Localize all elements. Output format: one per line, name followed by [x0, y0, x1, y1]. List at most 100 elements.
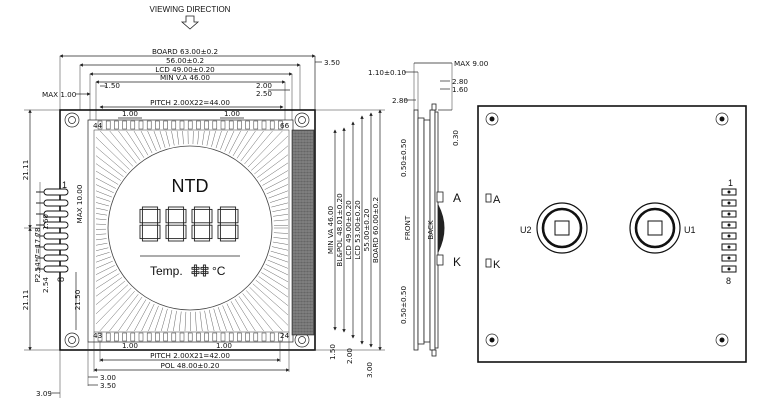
trace [258, 276, 289, 298]
back-cathode: K [493, 259, 501, 271]
temp-digit [191, 264, 200, 277]
pin-1-front: 1 [62, 180, 67, 190]
trace [176, 130, 180, 145]
trace [95, 137, 130, 170]
trace [159, 130, 166, 148]
temp-unit: °C [212, 264, 226, 278]
segment [141, 222, 159, 226]
lcd-h2-dim: LCD 53.00±0.20 [353, 200, 362, 260]
trace [95, 170, 119, 185]
trace [217, 307, 227, 332]
segment [219, 238, 237, 242]
digit [217, 206, 239, 242]
back-pin-hole [727, 201, 731, 205]
pin-8-front: 8 [56, 277, 66, 282]
pin-pad [163, 120, 168, 130]
trace [126, 130, 145, 158]
segment [193, 273, 198, 277]
pad-43: 43 [93, 331, 102, 340]
trace [251, 135, 289, 171]
dim-050-top: 0.50±0.50 [399, 139, 408, 177]
dim-56: 56.00±0.2 [166, 56, 204, 65]
segment [191, 208, 195, 224]
segment [217, 224, 221, 240]
trace [238, 296, 264, 332]
dim-160: 1.60 [41, 214, 50, 230]
pin-pad [196, 120, 201, 130]
seven-segment-digits [139, 206, 239, 242]
side-front: FRONT [403, 215, 412, 240]
trace [195, 311, 197, 332]
trace [220, 130, 228, 150]
pin-pad [253, 120, 259, 130]
pin-pad [220, 332, 226, 342]
trace [95, 233, 107, 235]
dim-2111-top: 21.11 [21, 160, 30, 181]
trace [224, 130, 235, 152]
trace [269, 196, 289, 203]
trace [95, 218, 107, 221]
trace [267, 259, 289, 269]
dim-030: 0.30 [451, 130, 460, 146]
pin-pad [261, 120, 267, 130]
trace [273, 219, 289, 222]
pin-pad [245, 120, 250, 130]
pin-pad [122, 332, 127, 342]
pin-pad [269, 332, 275, 342]
trace [109, 130, 137, 164]
trace [178, 311, 182, 332]
trace [95, 277, 123, 297]
side-anode: A [453, 191, 461, 205]
min-va-h-dim: MIN VA 46.00 [326, 205, 335, 254]
segment [202, 268, 207, 273]
pin-pad [138, 120, 144, 130]
trace [273, 214, 289, 217]
back-view: U2 U1 A K 1 8 [477, 105, 747, 363]
segment [209, 208, 213, 224]
trace [272, 241, 289, 245]
dim-55: 55.00±0.20 [362, 208, 371, 251]
back-pin-hole [727, 267, 731, 271]
pad-66: 66 [280, 121, 290, 130]
pin-pad [196, 332, 201, 342]
bl-pol-h-dim: BL&POL 48.01±0.20 [335, 193, 344, 267]
trace [230, 301, 248, 332]
segment [183, 224, 187, 240]
side-view: MAX 9.00 1.10±0.10 2.80 1.60 2.80 A K FR… [368, 59, 489, 357]
trace [271, 202, 289, 208]
pin-pad [228, 120, 234, 130]
segment [167, 222, 185, 226]
trace [95, 155, 124, 177]
lcd-h-dim: LCD 49.00±0.20 [344, 200, 353, 260]
trace [95, 196, 111, 202]
dim-200-top: 2.00 [256, 81, 272, 90]
pol-width-dim: POL 48.00±0.20 [161, 361, 220, 370]
pin-pad [204, 332, 209, 342]
segment [191, 266, 195, 270]
pin-pad [146, 332, 152, 342]
trace [95, 247, 109, 251]
pin-pads-top [97, 120, 283, 130]
trace [270, 250, 289, 257]
trace [184, 311, 187, 332]
trace [95, 284, 129, 314]
trace [134, 301, 151, 332]
trace [273, 232, 289, 234]
trace [165, 130, 170, 147]
trace [271, 246, 289, 251]
segment [157, 208, 161, 224]
pin-pad [130, 120, 136, 130]
back-u2: U2 [520, 225, 532, 235]
back-hole-tr [715, 112, 729, 126]
back-pin-8: 8 [726, 276, 731, 286]
segment [157, 224, 161, 240]
pin-pad [253, 332, 259, 342]
segment [193, 222, 211, 226]
trace [273, 237, 289, 240]
trace [167, 309, 173, 332]
trace [95, 269, 118, 282]
dim-2111-bottom: 21.11 [21, 290, 30, 311]
pin-pad [187, 120, 193, 130]
connector-pin [43, 232, 69, 240]
trace [95, 184, 114, 193]
